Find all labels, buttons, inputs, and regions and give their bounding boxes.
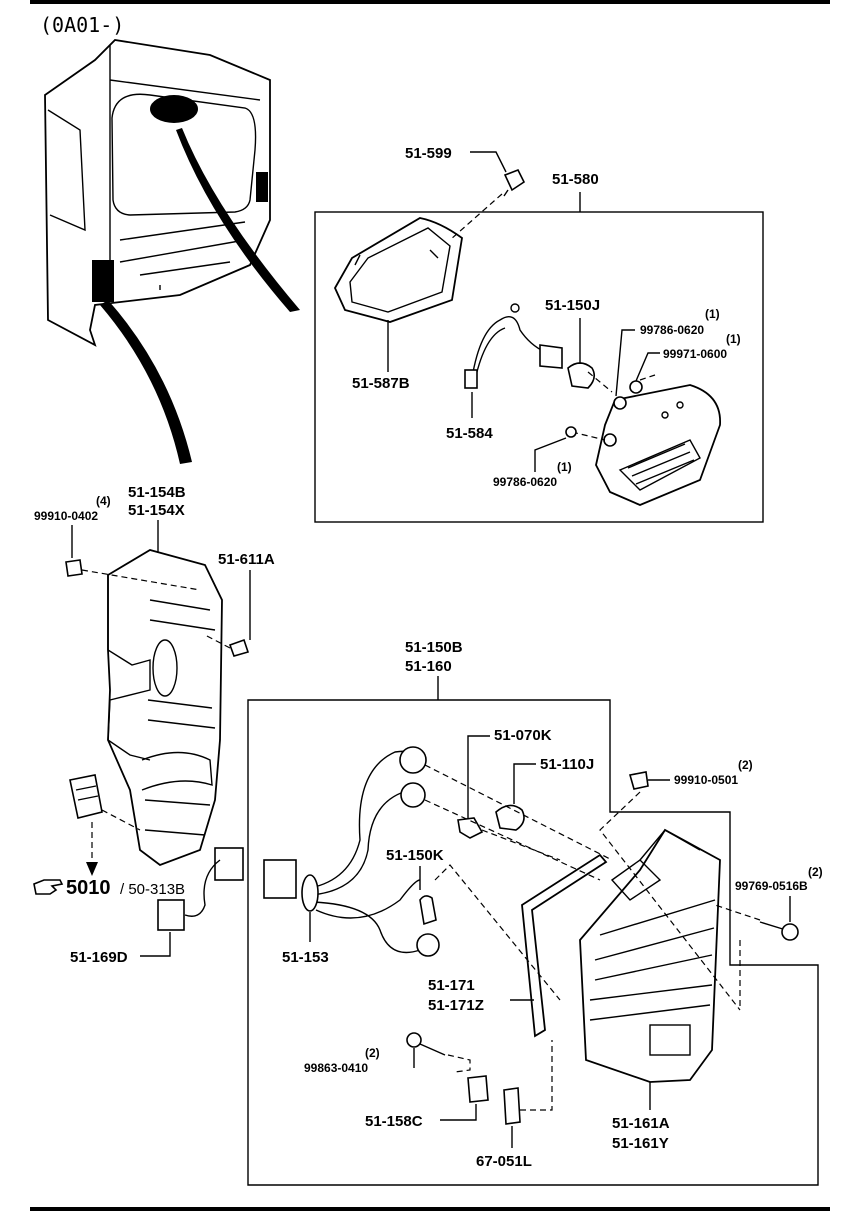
label-51-171: 51-171	[428, 977, 475, 994]
label-51-599: 51-599	[405, 145, 452, 162]
label-99786-0620-bottom-qty: (1)	[557, 460, 572, 474]
label-51-584: 51-584	[446, 425, 493, 442]
label-51-070K: 51-070K	[494, 727, 552, 744]
label-99910-0501: 99910-0501	[674, 773, 738, 787]
label-51-110J: 51-110J	[540, 756, 594, 773]
pointing-hand-icon	[33, 879, 64, 895]
label-99910-0402: 99910-0402	[34, 509, 98, 523]
label-51-587B: 51-587B	[352, 375, 410, 392]
wire-harness-51-153-part	[263, 746, 440, 957]
label-51-154B: 51-154B	[128, 484, 186, 501]
screw-51-611A-part	[228, 638, 250, 657]
tail-lamp-51-161A-part	[579, 828, 721, 1083]
bracket-67-051L-part	[503, 1087, 521, 1125]
left-tail-lamp-marker	[92, 260, 114, 302]
top-rule	[30, 0, 830, 4]
screw-99769-0516B-part	[759, 921, 799, 941]
screw-99863-0410-part	[406, 1032, 446, 1056]
label-99786-0620-top-qty: (1)	[705, 307, 720, 321]
bolt-51-599-part	[503, 168, 526, 197]
clip-51-158C-part	[467, 1075, 489, 1103]
label-51-169D: 51-169D	[70, 949, 128, 966]
bulb-51-150J-part	[567, 362, 596, 389]
label-51-161A: 51-161A	[612, 1115, 670, 1132]
clip-99910-0501-part	[628, 771, 649, 790]
right-tail-lamp-marker	[256, 172, 268, 202]
bulb-51-150K-part	[419, 895, 437, 926]
label-99910-0501-qty: (2)	[738, 758, 753, 772]
label-51-160: 51-160	[405, 658, 452, 675]
reference-50-313B: / 50-313B	[120, 881, 185, 898]
label-51-158C: 51-158C	[365, 1113, 423, 1130]
group-box-51-580	[314, 211, 764, 523]
label-99769-0516B: 99769-0516B	[735, 879, 808, 893]
label-67-051L: 67-051L	[476, 1153, 532, 1170]
clip-99910-0402-part	[65, 559, 83, 577]
bottom-rule	[30, 1207, 830, 1211]
label-99863-0410-qty: (2)	[365, 1046, 380, 1060]
label-99786-0620-bottom: 99786-0620	[493, 475, 557, 489]
high-mount-lamp-marker	[150, 95, 198, 123]
label-51-171Z: 51-171Z	[428, 997, 484, 1014]
label-99971-0600: 99971-0600	[663, 347, 727, 361]
bracket-51-154B-part	[107, 549, 223, 867]
reference-5010: 5010	[66, 877, 111, 899]
label-51-154X: 51-154X	[128, 502, 185, 519]
label-51-580: 51-580	[552, 171, 599, 188]
lamp-housing-part	[595, 380, 721, 506]
bulb-51-110J-part	[495, 804, 525, 831]
label-99769-0516B-qty: (2)	[808, 865, 823, 879]
connector-socket-part	[69, 774, 103, 819]
wire-harness-51-584-part	[464, 303, 563, 389]
label-51-611A: 51-611A	[218, 551, 275, 568]
label-99971-0600-qty: (1)	[726, 332, 741, 346]
label-51-153: 51-153	[282, 949, 329, 966]
label-99910-0402-qty: (4)	[96, 494, 111, 508]
gasket-51-171-part	[521, 853, 608, 1038]
screw-lower-part	[565, 426, 577, 438]
label-51-150J: 51-150J	[545, 297, 600, 314]
label-51-161Y: 51-161Y	[612, 1135, 669, 1152]
vehicle-rear-view	[44, 39, 300, 464]
label-99863-0410: 99863-0410	[304, 1061, 368, 1075]
label-51-150B: 51-150B	[405, 639, 463, 656]
sub-harness-51-169D-part	[157, 847, 244, 931]
lamp-cover-51-587B-part	[333, 217, 463, 323]
label-51-150K: 51-150K	[386, 847, 444, 864]
group-box-51-150B	[247, 699, 819, 1186]
header-code: (0A01-)	[40, 13, 124, 37]
label-99786-0620-top: 99786-0620	[640, 323, 704, 337]
bulb-51-070K-part	[457, 817, 484, 839]
